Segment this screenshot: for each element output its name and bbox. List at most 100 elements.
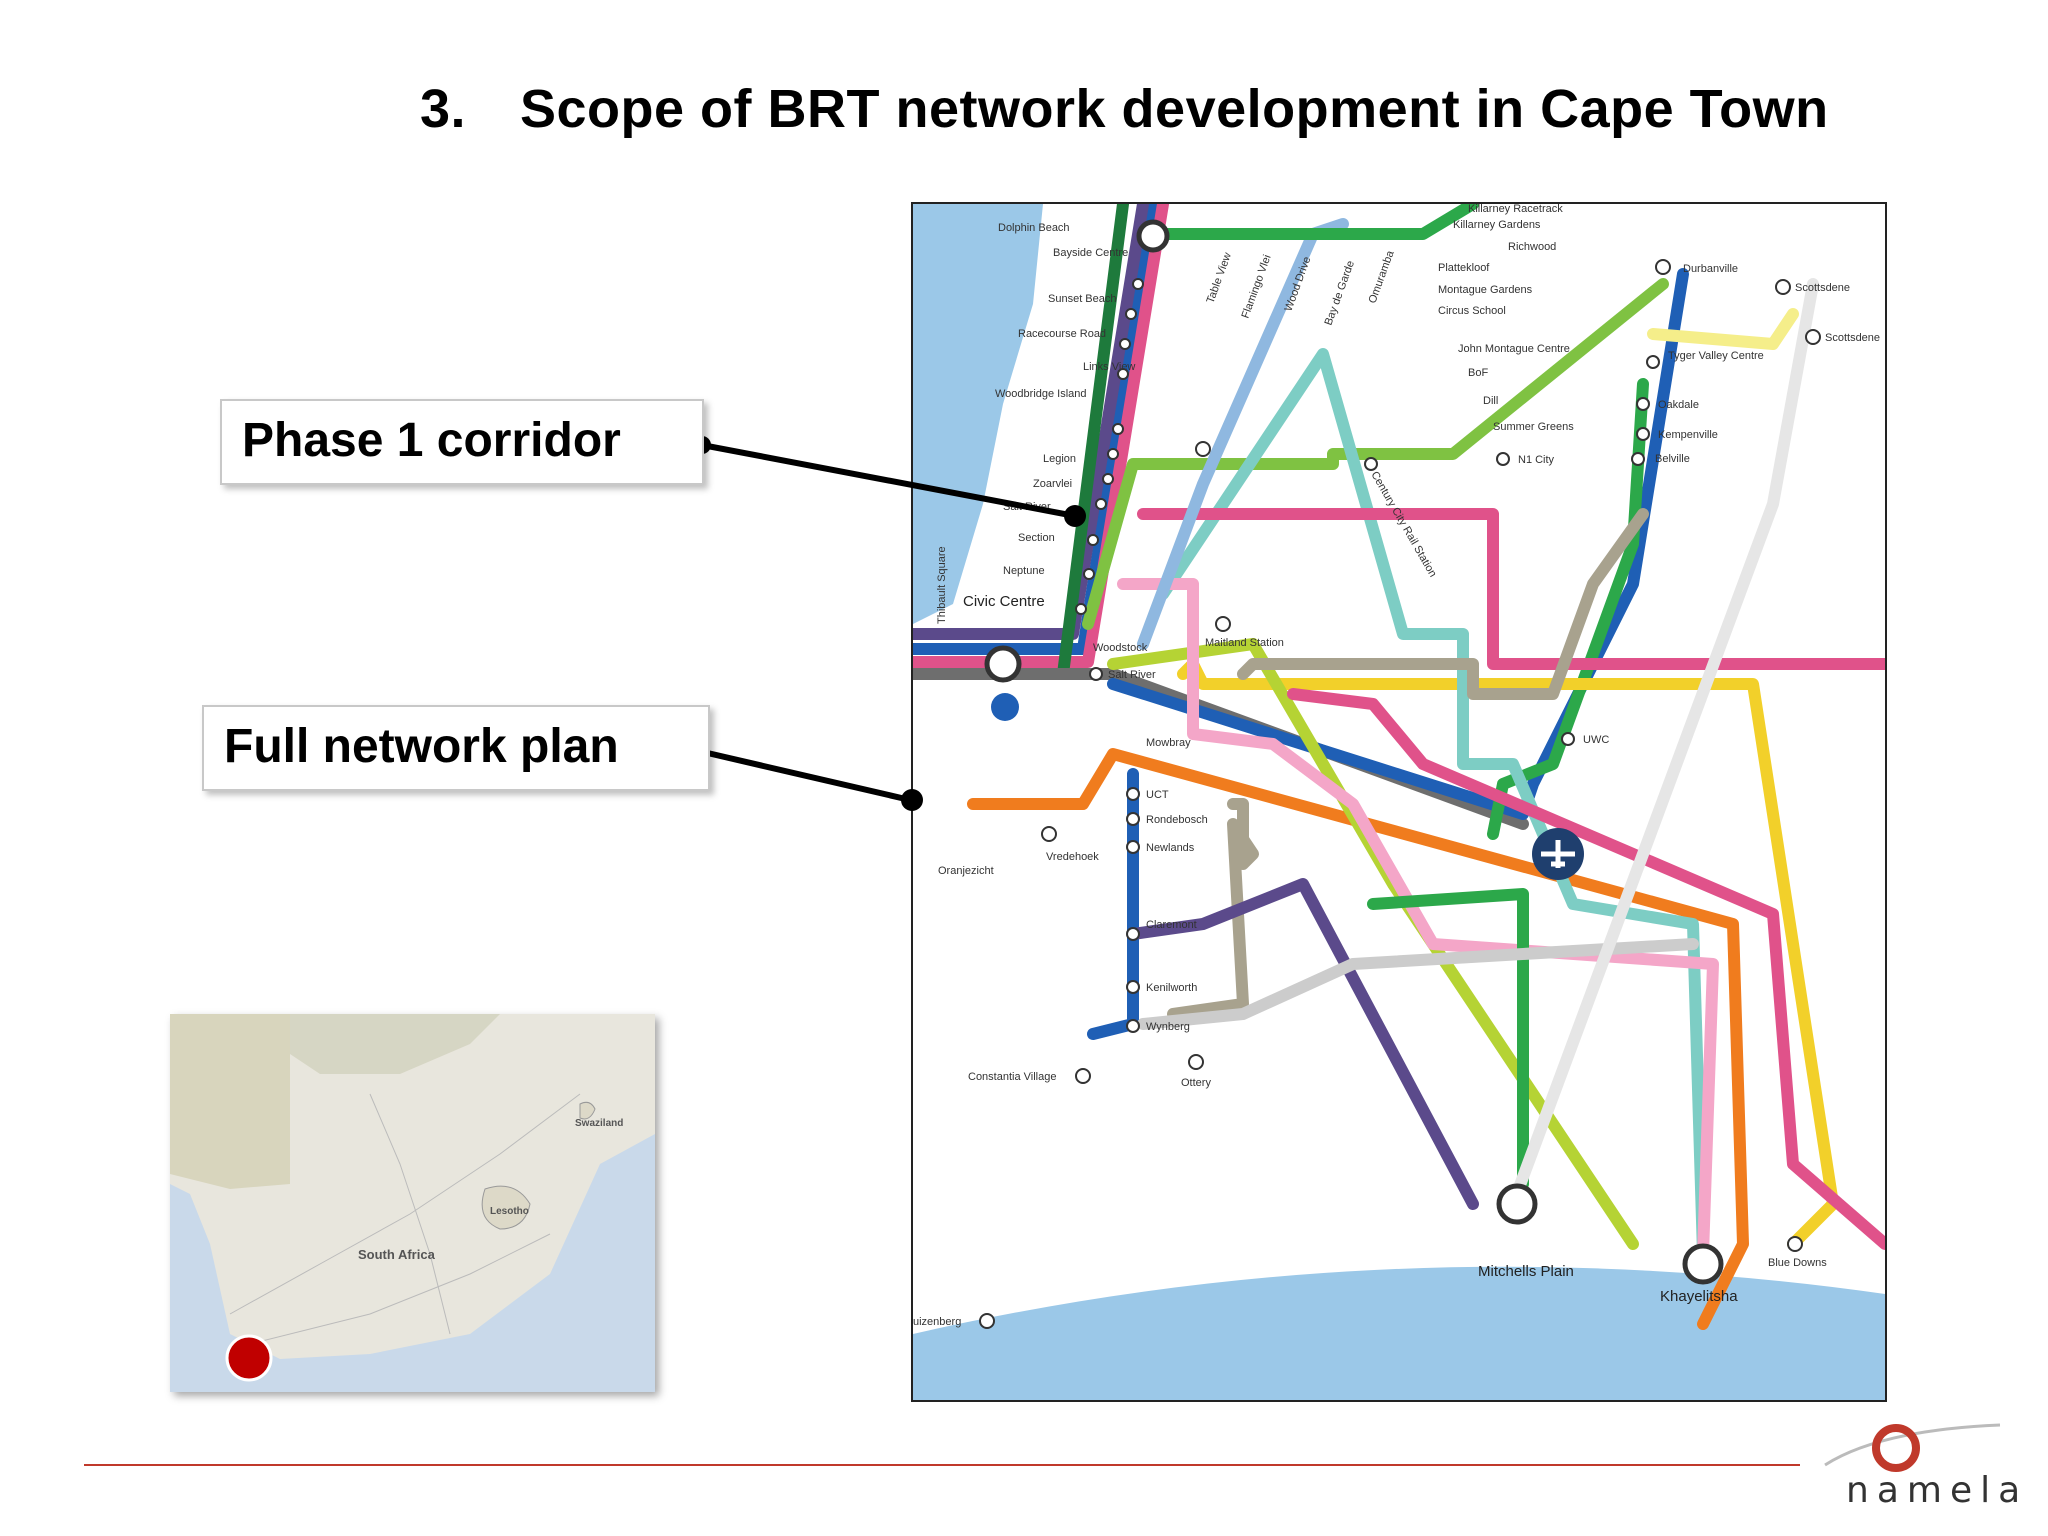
station-legion-east[interactable] <box>1195 441 1211 457</box>
station-summer-greens[interactable] <box>1364 457 1378 471</box>
label-montague-gardens: Montague Gardens <box>1438 284 1533 296</box>
line-green-mitchells <box>1367 888 1529 1190</box>
station-muizenberg[interactable] <box>979 1313 995 1329</box>
line-pink-south <box>1287 688 1885 1250</box>
label-dolphin-beach: Dolphin Beach <box>998 222 1070 234</box>
label-bof: BoF <box>1468 367 1488 379</box>
line-orange <box>967 748 1749 1330</box>
inset-road-1 <box>229 1093 581 1315</box>
station-claremont[interactable] <box>1126 927 1140 941</box>
label-dill: Dill <box>1483 395 1498 407</box>
label-legion: Legion <box>1043 453 1076 465</box>
station-vredehoek[interactable] <box>1041 826 1057 842</box>
station-phase1-1 <box>1112 423 1124 435</box>
station-belville[interactable] <box>1631 452 1645 466</box>
label-n1-city: N1 City <box>1518 454 1555 466</box>
label-salt-river: Salt River <box>1108 669 1156 681</box>
station-scottsdene[interactable] <box>1775 279 1791 295</box>
station-blue-downs[interactable] <box>1787 1236 1803 1252</box>
station-major-mitchells[interactable] <box>1496 1183 1538 1225</box>
station-phase1-7 <box>1075 603 1087 615</box>
station-phase1-6 <box>1083 568 1095 580</box>
line-lime <box>1107 638 1639 1250</box>
sea-bottom <box>913 1266 1885 1400</box>
label-ottery: Ottery <box>1181 1077 1211 1089</box>
airplane-glyph <box>1541 840 1575 868</box>
line-pink-east <box>1137 508 1885 670</box>
line-lightgray-east <box>1507 278 1819 1210</box>
label-oranjezicht: Oranjezicht <box>938 865 994 877</box>
station-major-khayelitsha[interactable] <box>1682 1243 1724 1285</box>
station-phase1-5 <box>1087 534 1099 546</box>
label-killarney-racetrack: Killarney Racetrack <box>1468 204 1563 215</box>
label-belville: Belville <box>1655 453 1690 465</box>
station-phase1-3 <box>1102 473 1114 485</box>
station-kenilworth[interactable] <box>1126 980 1140 994</box>
inset-land <box>170 1014 655 1359</box>
station-kempenville[interactable] <box>1636 427 1650 441</box>
namela-logo <box>1824 1423 2001 1472</box>
inset-botswana <box>290 1014 500 1074</box>
callout-full-label: Full network plan <box>224 720 619 773</box>
station-uwc[interactable] <box>1561 732 1575 746</box>
station-phase1-10 <box>1119 338 1131 350</box>
line-khaki <box>1237 508 1649 700</box>
station-wynberg[interactable] <box>1126 1019 1140 1033</box>
label-bay-de-garde: Bay de Garde <box>1323 259 1357 327</box>
title-number: 3. <box>420 79 467 139</box>
label-durbanville: Durbanville <box>1683 263 1738 275</box>
connector-full <box>685 745 911 803</box>
station-phase1-4 <box>1095 498 1107 510</box>
station-maitland[interactable] <box>1215 616 1231 632</box>
inset-label-lesotho: Lesotho <box>490 1206 529 1217</box>
label-maitland-station: Maitland Station <box>1205 637 1284 649</box>
logo-text: namela <box>1846 1470 2029 1511</box>
label-kenilworth: Kenilworth <box>1146 982 1197 994</box>
inset-map-south-africa: South Africa Lesotho Swaziland <box>170 1014 655 1392</box>
inset-swaziland <box>579 1101 596 1120</box>
bus-icon <box>991 693 1019 721</box>
inset-label-swaziland: Swaziland <box>575 1118 623 1129</box>
inset-road-2 <box>249 1233 551 1345</box>
station-ottery[interactable] <box>1188 1054 1204 1070</box>
line-teal <box>1157 348 1709 1260</box>
station-scottsdene-2[interactable] <box>1805 329 1821 345</box>
label-flamingo-vlei: Flamingo Vlei <box>1240 253 1274 320</box>
line-green-durbanville <box>1082 278 1669 630</box>
label-summer-greens: Summer Greens <box>1493 421 1574 433</box>
label-uct: UCT <box>1146 789 1169 801</box>
inset-road-3 <box>369 1093 451 1335</box>
station-durbanville[interactable] <box>1655 259 1671 275</box>
station-phase1-9 <box>1125 308 1137 320</box>
title-text: Scope of BRT network development in Cape… <box>520 79 1829 139</box>
label-newlands: Newlands <box>1146 842 1195 854</box>
label-vredehoek: Vredehoek <box>1046 851 1099 863</box>
inset-namibia <box>170 1014 290 1189</box>
station-rondebosch[interactable] <box>1126 812 1140 826</box>
station-n1-city[interactable] <box>1496 452 1510 466</box>
station-newlands[interactable] <box>1126 840 1140 854</box>
station-constantia-village[interactable] <box>1075 1068 1091 1084</box>
station-major-table-bay[interactable] <box>1136 219 1170 253</box>
line-blue-belville <box>1107 268 1689 820</box>
callout-phase1-corridor: Phase 1 corridor <box>220 399 704 485</box>
station-phase1-11 <box>1117 368 1129 380</box>
label-john-montague-centre: John Montague Centre <box>1458 343 1570 355</box>
label-constantia-village: Constantia Village <box>968 1071 1056 1083</box>
station-uct[interactable] <box>1126 787 1140 801</box>
label-links-view: Links View <box>1083 361 1135 373</box>
label-killarney-gardens: Killarney Gardens <box>1453 219 1541 231</box>
station-major-civic[interactable] <box>984 645 1022 683</box>
label-blue-downs: Blue Downs <box>1768 1257 1827 1269</box>
label-oakdale: Oakdale <box>1658 399 1699 411</box>
label-mitchells-plain: Mitchells Plain <box>1478 1263 1574 1280</box>
station-tyger-valley[interactable] <box>1646 355 1660 369</box>
logo-ring <box>1872 1424 1920 1472</box>
line-green-top <box>1147 204 1479 240</box>
label-plattekloof: Plattekloof <box>1438 262 1490 274</box>
label-section: Section <box>1018 532 1055 544</box>
station-salt-river[interactable] <box>1089 667 1103 681</box>
station-oakdale[interactable] <box>1636 397 1650 411</box>
label-omuramba: Omuramba <box>1367 248 1397 305</box>
label-civic-centre: Civic Centre <box>963 593 1045 610</box>
